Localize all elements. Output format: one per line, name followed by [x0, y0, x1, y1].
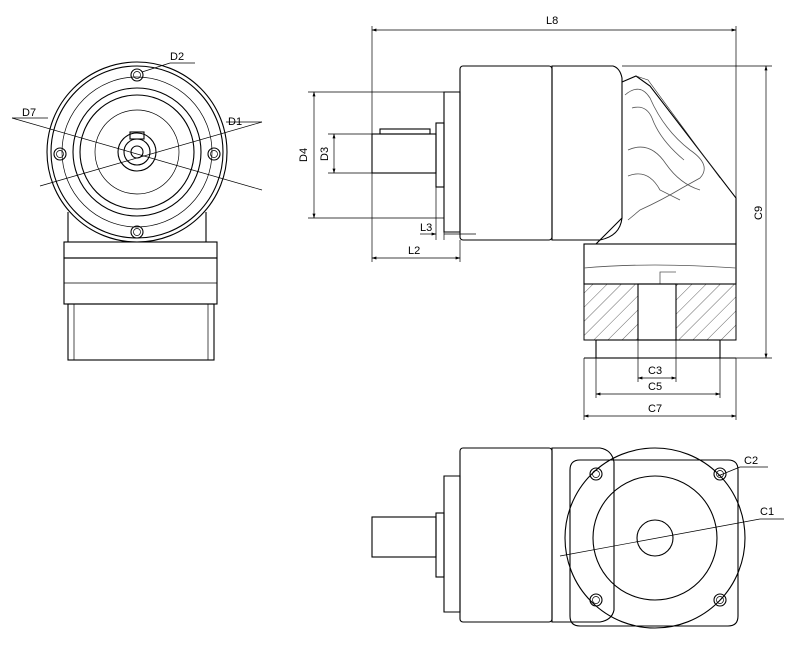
front-view: D2 D7 D1	[11, 51, 263, 361]
side-angled-housing	[594, 75, 737, 245]
label-L2: L2	[408, 245, 420, 257]
side-dimension-lines	[308, 26, 772, 420]
side-motor-adapter	[583, 243, 737, 359]
label-D4: D4	[298, 148, 310, 162]
label-D7: D7	[22, 107, 36, 119]
label-C3: C3	[648, 365, 662, 377]
label-L3: L3	[420, 222, 432, 234]
label-D1: D1	[228, 116, 242, 128]
bottom-square-flange	[564, 447, 746, 629]
label-C5: C5	[648, 381, 662, 393]
label-D2: D2	[170, 51, 184, 63]
front-flange	[46, 61, 228, 243]
front-housing	[63, 212, 218, 361]
bottom-view: C2 C1	[371, 447, 784, 629]
side-view: L8 D4 D3 L3 L2 C9 C3 C5 C7	[298, 15, 772, 420]
front-dimension-lines	[11, 62, 263, 191]
label-L8: L8	[546, 15, 558, 27]
label-C1: C1	[760, 506, 774, 518]
bottom-body	[371, 447, 615, 623]
label-C9: C9	[753, 206, 765, 220]
front-bolt-holes	[53, 68, 221, 239]
bottom-dimension-lines	[559, 466, 784, 557]
label-C2: C2	[744, 455, 758, 467]
label-D3: D3	[319, 147, 331, 161]
label-C7: C7	[648, 403, 662, 415]
